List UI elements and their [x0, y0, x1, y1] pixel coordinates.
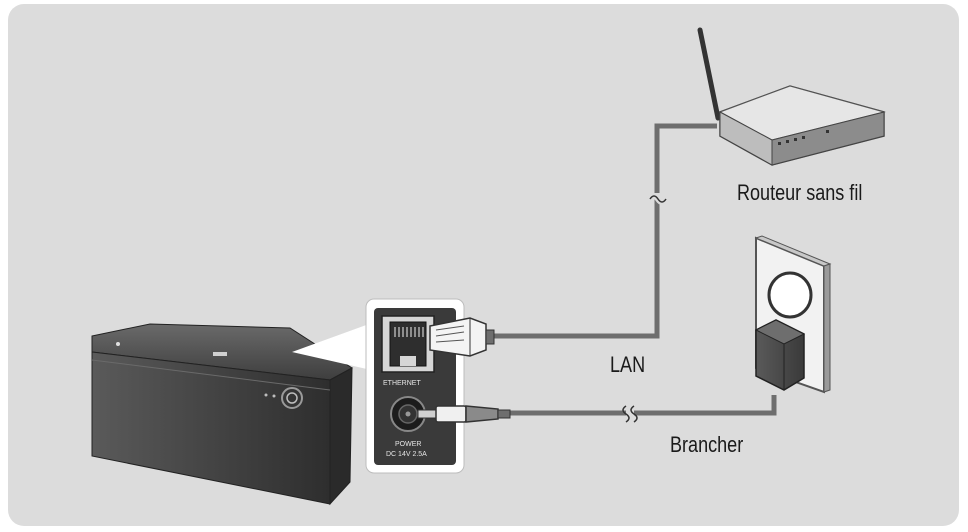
ethernet-port-label: ETHERNET — [383, 380, 421, 387]
lan-label: LAN — [610, 352, 646, 377]
dc-power-plug — [417, 405, 511, 423]
power-port-spec: DC 14V 2.5A — [386, 451, 427, 458]
lan-cable — [490, 123, 717, 339]
power-adapter — [754, 319, 806, 391]
wireless-speaker — [91, 323, 353, 506]
power-port-label: POWER — [395, 441, 421, 448]
rj45-connector — [429, 317, 495, 357]
wireless-router — [697, 27, 886, 166]
callout-pointer — [292, 320, 380, 372]
power-cable — [508, 395, 777, 423]
router-label: Routeur sans fil — [737, 180, 863, 205]
power-label: Brancher — [670, 432, 744, 457]
